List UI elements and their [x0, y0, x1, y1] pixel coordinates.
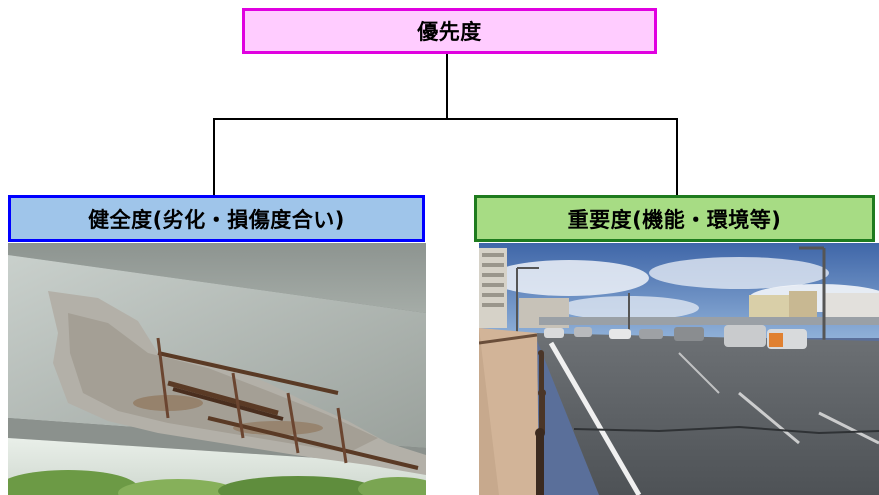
child-node-soundness-label: 健全度(劣化・損傷度合い): [88, 207, 345, 232]
root-node-priority: 優先度: [242, 8, 657, 54]
child-node-importance: 重要度(機能・環境等): [474, 195, 875, 242]
bridge-road-photo: [479, 243, 879, 495]
connector-right-branch: [676, 118, 678, 195]
child-node-soundness: 健全度(劣化・損傷度合い): [8, 195, 425, 242]
root-node-label: 優先度: [417, 20, 482, 44]
child-node-importance-label: 重要度(機能・環境等): [567, 207, 782, 232]
connector-left-branch: [213, 118, 215, 195]
connector-root-trunk: [446, 54, 448, 119]
concrete-beam-damage-photo: [8, 243, 426, 495]
connector-branch-bar: [213, 118, 678, 120]
